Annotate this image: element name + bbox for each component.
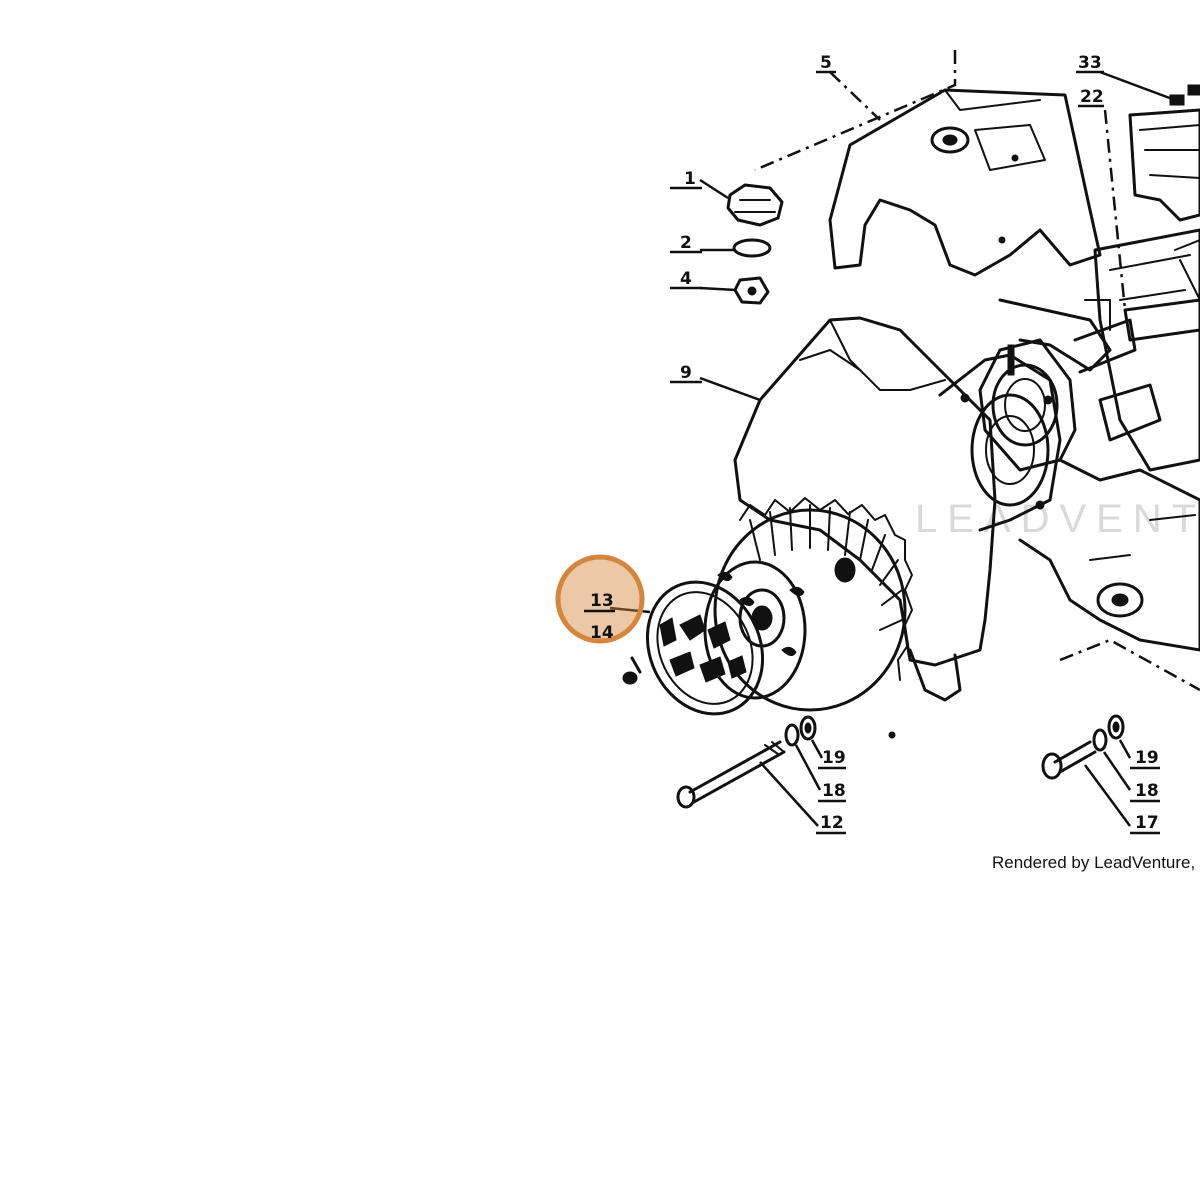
leader-5-axis	[754, 50, 957, 172]
svg-text:18: 18	[822, 781, 846, 801]
part-19-washer-left	[799, 715, 817, 741]
part-4-nut	[733, 276, 770, 305]
leader-19a	[810, 739, 824, 759]
callout-14[interactable]: 14	[590, 623, 614, 643]
svg-text:22: 22	[1080, 87, 1104, 107]
svg-text:2: 2	[680, 233, 692, 253]
leader-33	[1099, 70, 1176, 102]
callout-5[interactable]: 5	[816, 53, 836, 74]
callout-1[interactable]: 1	[670, 169, 702, 190]
part-cylinder-cover	[828, 88, 1102, 277]
svg-text:14: 14	[590, 623, 614, 643]
svg-text:18: 18	[1135, 781, 1159, 801]
leader-1	[699, 178, 729, 200]
leader-19b	[1118, 739, 1132, 759]
svg-text:33: 33	[1078, 53, 1102, 73]
part-2-oring	[732, 238, 772, 258]
part-crankcase	[978, 84, 1200, 692]
callout-18-right[interactable]: 18	[1130, 781, 1160, 803]
highlight-marker-13[interactable]	[555, 554, 645, 644]
part-18-washer-left	[784, 723, 800, 747]
leader-13	[609, 606, 651, 614]
part-17-bolt	[1041, 740, 1097, 780]
svg-text:19: 19	[1135, 748, 1159, 768]
svg-text:4: 4	[680, 269, 692, 289]
callout-12[interactable]: 12	[816, 813, 846, 835]
svg-text:12: 12	[820, 813, 844, 833]
part-18-washer-right	[1092, 728, 1108, 752]
svg-text:19: 19	[822, 748, 846, 768]
svg-text:1: 1	[684, 169, 696, 189]
callout-13[interactable]: 13	[584, 591, 615, 613]
svg-text:13: 13	[590, 591, 614, 611]
svg-text:5: 5	[820, 53, 832, 73]
part-1-cap	[726, 183, 784, 227]
callout-18-left[interactable]: 18	[818, 781, 846, 803]
part-flywheel	[703, 497, 913, 712]
credit-text: Rendered by LeadVenture, Inc.	[992, 853, 1200, 872]
callout-2[interactable]: 2	[670, 233, 702, 254]
leader-22	[1103, 109, 1127, 311]
part-19-washer-right	[1107, 714, 1125, 740]
callout-19-left[interactable]: 19	[818, 748, 846, 770]
part-13-cover-plate	[645, 580, 765, 716]
callout-9[interactable]: 9	[670, 363, 702, 384]
part-12-bolt	[676, 740, 786, 809]
leader-4	[699, 286, 737, 292]
svg-text:17: 17	[1135, 813, 1159, 833]
leader-9	[699, 376, 761, 402]
callout-33[interactable]: 33	[1076, 53, 1104, 74]
leader-12	[759, 761, 819, 827]
callout-19-right[interactable]: 19	[1130, 748, 1160, 770]
callout-17[interactable]: 17	[1130, 813, 1160, 835]
callout-22[interactable]: 22	[1078, 87, 1104, 108]
svg-text:9: 9	[680, 363, 692, 383]
leader-5	[829, 71, 881, 121]
callout-4[interactable]: 4	[670, 269, 702, 290]
leader-18b	[1102, 751, 1132, 791]
leader-18a	[794, 744, 822, 791]
part-14-screw	[622, 656, 642, 685]
leader-17	[1083, 764, 1132, 827]
